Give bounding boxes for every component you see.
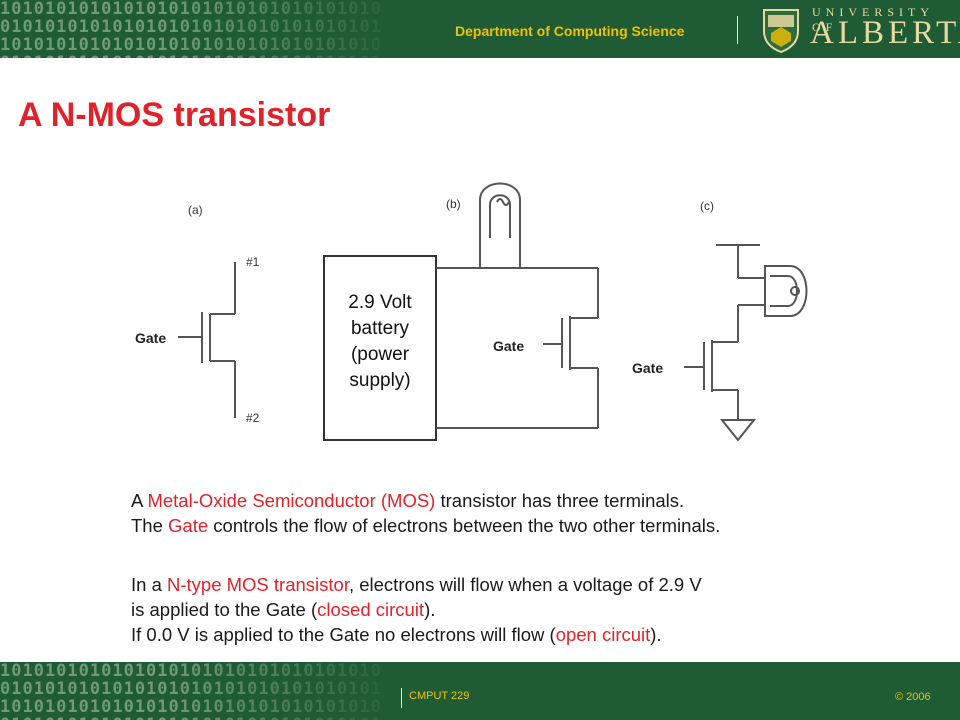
binary-row: 1010101010101010101010101010101010 xyxy=(0,0,382,19)
binary-row: 1010101010101010101010101010101010 xyxy=(0,697,382,717)
diagram-label-b: (b) xyxy=(446,197,461,211)
battery-label: 2.9 Volt battery (power supply) xyxy=(348,292,412,391)
highlight-nmos: N-type MOS transistor xyxy=(167,574,349,595)
bulb-inner-c xyxy=(770,275,798,307)
text-segment: transistor has three terminals. xyxy=(435,490,685,511)
header-divider xyxy=(737,16,738,44)
text-segment: The xyxy=(131,515,169,536)
binary-row: 0101010101010101010101010101010101 xyxy=(0,17,382,37)
terminal-2-label: #2 xyxy=(246,411,260,425)
university-crest-icon xyxy=(763,9,799,53)
binary-row: 1010101010101010101010101010101010 xyxy=(0,35,382,55)
bulb-inner-b xyxy=(489,194,511,238)
text-segment: If 0.0 V is applied to the Gate no elect… xyxy=(131,624,556,645)
description-paragraph-1: A Metal-Oxide Semiconductor (MOS) transi… xyxy=(131,488,720,538)
footer-divider xyxy=(401,688,402,708)
gate-label-c: Gate xyxy=(632,360,664,376)
text-segment: ). xyxy=(650,624,662,645)
binary-row: 0101010101010101010101010101010101 xyxy=(0,679,382,699)
ground-symbol-c xyxy=(719,419,757,442)
binary-pattern-footer: 1010101010101010101010101010101010 01010… xyxy=(0,662,420,720)
binary-row: 0101010101010101010101010101010101 xyxy=(0,55,420,59)
highlight-mos: Metal-Oxide Semiconductor (MOS) xyxy=(147,490,436,511)
copyright: © 2006 xyxy=(895,691,931,703)
description-paragraph-2: In a N-type MOS transistor, electrons wi… xyxy=(131,572,702,647)
text-segment: controls the flow of electrons between t… xyxy=(208,515,721,536)
bulb-glass-b xyxy=(479,182,521,238)
binary-row: 1010101010101010101010101010101010 xyxy=(0,662,382,681)
university-name-small: UNIVERSITY OF xyxy=(812,5,934,34)
text-segment: A xyxy=(131,490,148,511)
footer-bar: 1010101010101010101010101010101010 01010… xyxy=(0,662,960,720)
department-name: Department of Computing Science xyxy=(455,23,685,39)
text-segment: In a xyxy=(131,574,167,595)
text-segment: is applied to the Gate ( xyxy=(131,599,318,620)
battery-box xyxy=(323,255,437,441)
gate-label-b: Gate xyxy=(493,338,525,354)
binary-row: 0101010101010101010101010101010101 xyxy=(0,717,420,720)
bulb-filament-c xyxy=(790,286,800,296)
course-code: CMPUT 229 xyxy=(409,690,470,702)
bulb-filament-b xyxy=(496,198,510,206)
slide-title: A N-MOS transistor xyxy=(18,96,331,134)
text-segment: , electrons will flow when a voltage of … xyxy=(348,574,702,595)
highlight-gate: Gate xyxy=(168,515,209,536)
terminal-1-label: #1 xyxy=(246,255,260,269)
text-segment: ). xyxy=(424,599,436,620)
highlight-open-circuit: open circuit xyxy=(555,624,651,645)
gate-label-a: Gate xyxy=(135,330,167,346)
diagram-label-c: (c) xyxy=(700,199,714,213)
header-bar: 1010101010101010101010101010101010 01010… xyxy=(0,0,960,58)
highlight-closed-circuit: closed circuit xyxy=(317,599,425,620)
bulb-glass-c xyxy=(764,265,808,317)
binary-pattern: 1010101010101010101010101010101010 01010… xyxy=(0,0,420,59)
diagram-label-a: (a) xyxy=(188,203,203,217)
